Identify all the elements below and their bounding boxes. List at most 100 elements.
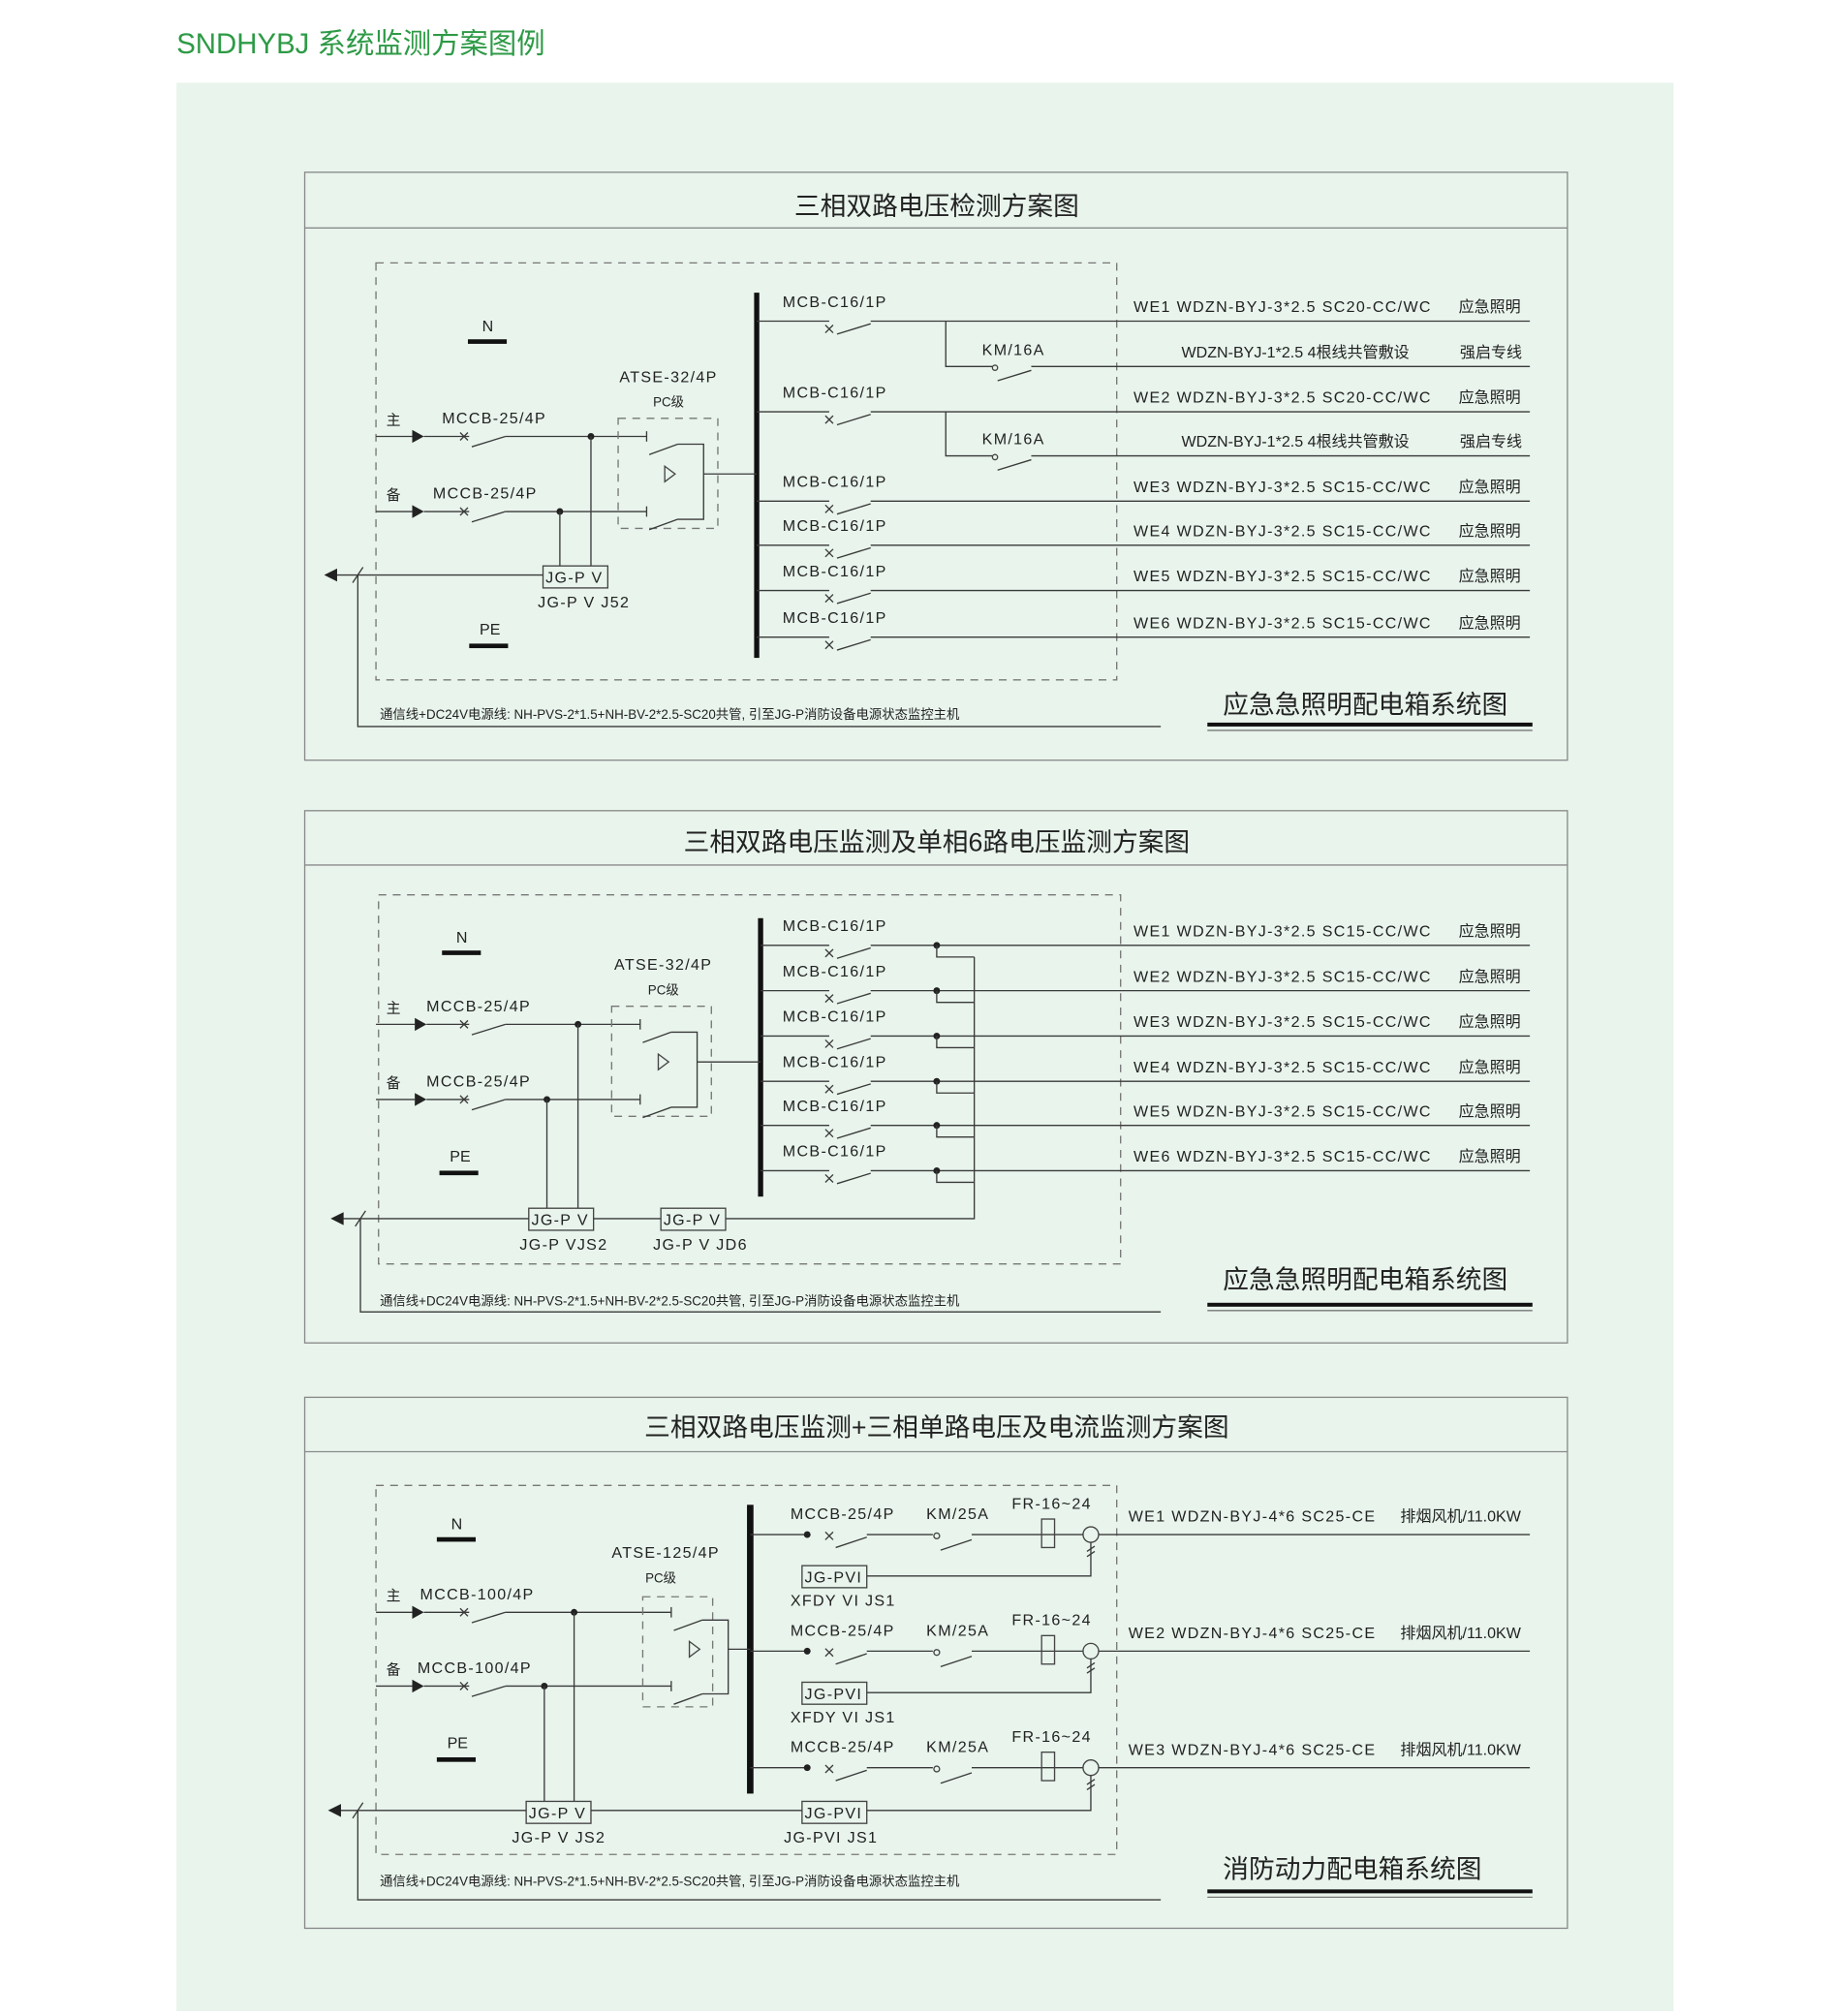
branch-breaker-label: MCCB-25/4P (791, 1622, 895, 1639)
branch-load-label: 排烟风机/11.0KW (1400, 1508, 1521, 1526)
incoming-breaker-blade (471, 1023, 506, 1036)
branch-breaker-label: MCCB-25/4P (791, 1505, 895, 1523)
branch-monitor-caption: XFDY VI JS1 (791, 1709, 896, 1726)
main-breaker-label: MCCB-25/4P (442, 410, 546, 427)
branch-load-label: 应急照明 (1459, 388, 1521, 407)
incoming-breaker-blade (471, 435, 506, 448)
system-diagram-title: 消防动力配电箱系统图 (1223, 1854, 1481, 1883)
breaker-trip-icon (824, 504, 834, 513)
system-title-underline (1207, 1889, 1533, 1894)
contactor-label: KM/25A (926, 1622, 989, 1639)
monitor-module-caption: JG-P VJS2 (519, 1236, 607, 1254)
switch-blade (836, 1083, 871, 1096)
switch-blade (940, 1538, 973, 1551)
atse-label: ATSE-32/4P (614, 956, 712, 974)
branch-cable-label: WE6 WDZN-BYJ-3*2.5 SC15-CC/WC (1133, 614, 1432, 632)
breaker-trip-icon (824, 1039, 834, 1048)
atse-class-label: PC级 (645, 1571, 676, 1586)
branch-cable-label: WE3 WDZN-BYJ-4*6 SC25-CE (1129, 1741, 1377, 1758)
busbar (754, 293, 760, 659)
branch-load-label: 应急照明 (1459, 1147, 1521, 1165)
atse-outline (617, 418, 719, 530)
monitor-box-frame (525, 1800, 592, 1824)
branch-breaker-label: MCB-C16/1P (783, 563, 887, 580)
contactor-contact-icon (933, 1765, 941, 1773)
switch-blade (836, 992, 871, 1005)
branch-cable-label: WE2 WDZN-BYJ-4*6 SC25-CE (1129, 1625, 1377, 1642)
backup-breaker-label: MCCB-25/4P (433, 485, 538, 503)
branch-breaker-label: MCB-C16/1P (783, 1008, 887, 1026)
breaker-trip-icon (824, 1129, 834, 1138)
incoming-arrow-icon (412, 1679, 424, 1693)
monitor-box-label: JG-P V (664, 1212, 721, 1229)
monitor-box-label: JG-PVI (805, 1569, 863, 1587)
atse-outline (610, 1006, 712, 1117)
switch-blade (940, 1772, 973, 1784)
earth-label: PE (480, 621, 500, 638)
atse-label: ATSE-125/4P (611, 1544, 720, 1562)
wire (701, 1619, 730, 1695)
monitor-box-label: JG-P V (531, 1212, 588, 1229)
switch-blade (940, 1656, 973, 1668)
panel-frame (303, 171, 1568, 761)
wire (670, 1031, 699, 1108)
to-monitor-host-arrow-icon (324, 568, 337, 582)
sense-collector (725, 956, 976, 1220)
breaker-trip-icon (824, 415, 834, 424)
contactor-contact-icon (933, 1649, 941, 1657)
backup-supply-label: 备 (387, 487, 401, 504)
branch-load-label: 排烟风机/11.0KW (1400, 1625, 1521, 1642)
panel-frame (303, 810, 1568, 1344)
branch-breaker-label: MCB-C16/1P (783, 384, 887, 401)
panel-title: 三相双路电压监测及单相6路电压监测方案图 (684, 827, 1191, 856)
sense-tap (936, 1125, 975, 1138)
monitor-module-1: JG-P V (525, 1800, 592, 1824)
junction-dot (803, 1764, 811, 1772)
incoming-arrow-icon (412, 505, 424, 518)
system-title-underline (1207, 722, 1533, 727)
incoming-arrow-icon (415, 1093, 427, 1106)
branch-breaker-label: MCB-C16/1P (783, 1053, 887, 1070)
sense-tap (936, 1036, 975, 1049)
atse-outline (641, 1596, 714, 1708)
junction-dot (803, 1531, 811, 1538)
monitor-box-frame (542, 565, 609, 589)
breaker-trip-icon (459, 432, 469, 441)
switch-blade (836, 1127, 871, 1139)
breaker-trip-icon (824, 548, 834, 558)
incoming-breaker-blade (471, 1685, 506, 1697)
switch-blade (835, 1653, 867, 1665)
incoming-breaker-blade (471, 1099, 506, 1111)
monitor-box-label: JG-PVI (805, 1686, 863, 1703)
wire (1086, 1550, 1096, 1558)
forced-start-use-label: 强启专线 (1460, 433, 1522, 450)
branch-breaker-label: MCCB-25/4P (791, 1739, 895, 1756)
outgoing-branch-2: MCB-C16/1P WE2 WDZN-BYJ-3*2.5 SC20-CC/WC 应… (757, 384, 1531, 471)
monitor-box-frame (801, 1800, 868, 1824)
breaker-trip-icon (459, 1019, 469, 1029)
branch-cable-label: WE2 WDZN-BYJ-3*2.5 SC20-CC/WC (1133, 389, 1432, 407)
panel-frame (303, 1396, 1568, 1930)
earth-bar (439, 1170, 479, 1176)
switch-blade (648, 518, 678, 531)
atse-actuator-icon (688, 1640, 701, 1659)
atse-actuator-icon (657, 1052, 670, 1071)
switch-blade (648, 443, 678, 455)
breaker-trip-icon (459, 1095, 469, 1104)
contactor-label: KM/16A (982, 341, 1045, 358)
branch-load-label: 应急照明 (1459, 921, 1521, 940)
branch-load-label: 应急照明 (1459, 478, 1521, 496)
busbar (758, 917, 763, 1197)
switch-blade (835, 1536, 867, 1549)
branch-load-label: 应急照明 (1459, 613, 1521, 632)
wire (1086, 1783, 1096, 1790)
monitor-box-label: JG-PVI (805, 1805, 863, 1822)
main-supply-label: 主 (387, 1588, 401, 1604)
sense-tap (936, 990, 975, 1004)
